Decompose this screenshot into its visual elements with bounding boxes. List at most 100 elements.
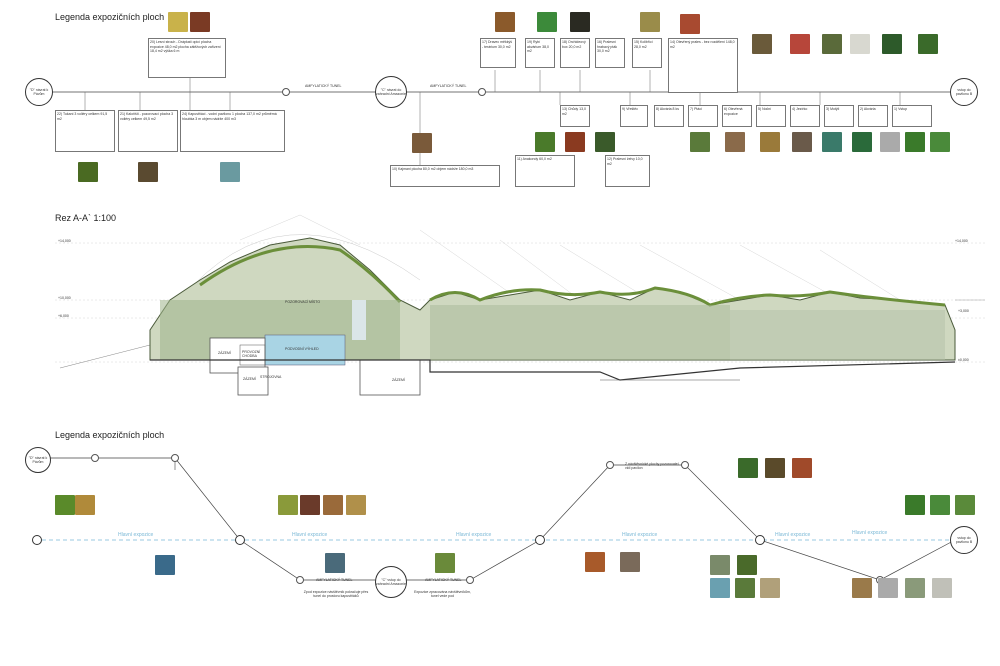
photo-thumb [737,555,757,575]
photo-thumb [930,132,950,152]
photo-thumb [495,12,515,32]
level-label: +10,000 [58,296,71,300]
bottom-right-node: vstup do pavilonu B [950,526,978,554]
photo-thumb [55,495,75,515]
axis-node [755,535,765,545]
legend-box-22: 22) Tukani 3 voliéry celkem 91,5 m2 [55,110,115,152]
photo-thumb [905,132,925,152]
photo-thumb [138,162,158,182]
photo-thumb [155,555,175,575]
photo-thumb [690,132,710,152]
photo-thumb [190,12,210,32]
room-label: ZÁZEMÍ [392,378,405,382]
photo-thumb [278,495,298,515]
photo-thumb [620,552,640,572]
legend-box-12: 12) Pralesní želvy 10,0 m2 [605,155,650,187]
photo-thumb [346,495,366,515]
photo-thumb [78,162,98,182]
photo-thumb [710,555,730,575]
level-label: +3,000 [958,309,969,313]
legend-box-17: 17) Dravec měkkýš - terárium 30,0 m2 [480,38,516,68]
legend-box-6: 6) Otevřená expozice [722,105,752,127]
legend-box-2: 2) Akvária [858,105,888,127]
tunnel-label-1: AMFYLATICKÝ TUNEL [305,84,342,88]
photo-thumb [792,132,812,152]
node-dot [466,576,474,584]
bottom-left-node: "D" návrat k Pávům [25,447,51,473]
node-dot [478,88,486,96]
photo-thumb [765,458,785,478]
legend-box-21: 21) Kaloňští - pozorovací plocha 3 volié… [118,110,178,152]
photo-thumb [220,162,240,182]
photo-thumb [75,495,95,515]
photo-thumb [792,458,812,478]
note-center: Expozice zpracována návštěvníkům, tunel … [414,590,471,598]
level-label: ±0,000 [958,358,969,362]
legend-box-20: 20) Lesní strouh - Drápkatí opicí plocha… [148,38,226,78]
photo-thumb [930,495,950,515]
axis-node [235,535,245,545]
legend-box-24: 24) Kapustňáci - vodní pavilonu 1 plocha… [180,110,285,152]
room-label: PROVOZNÍ CHODBA [242,350,261,358]
legend-box-10: 10) Kajmani plocha 80,0 m2 objem nádrže … [390,165,500,187]
room-label: POZOROVACÍ MÍSTO [285,300,321,304]
legend-box-18: 18) Orchideový box 20,0 m2 [560,38,590,68]
photo-thumb [325,553,345,573]
photo-thumb [822,132,842,152]
legend-box-1: 1) Vstup [892,105,932,127]
photo-thumb [878,578,898,598]
entry-right-node: vstup do pavilonu B [950,78,978,106]
room-label: STROJOVNA [260,375,282,379]
center-node: "C" návrat do zahradní Amazonie [375,76,407,108]
photo-thumb [168,12,188,32]
photo-thumb [850,34,870,54]
note-left: Zpod expozice návštěvník pokračuje přes … [303,590,369,598]
photo-thumb [537,12,557,32]
tunnel-label-left: AMFYLATICKÝ TUNEL [316,578,353,582]
legend-box-15: 15) Kolibříci 28,0 m2 [632,38,662,68]
photo-thumb [570,12,590,32]
legend-box-11: 11) Anakondy 60,0 m2 [515,155,575,187]
legend-box-9: 9) Vřeštěc [620,105,648,127]
top-legend-title: Legenda expozičních ploch [55,12,165,22]
photo-thumb [680,14,700,34]
legend-box-14: 14) Otevřený prales - bez rozdělení 148,… [668,38,738,93]
node-dot [171,454,179,462]
node-dot [91,454,99,462]
photo-thumb [905,578,925,598]
node-dot [282,88,290,96]
photo-thumb [752,34,772,54]
axis-node [32,535,42,545]
room-label: ZÁZEMÍ [243,377,256,381]
photo-thumb [435,553,455,573]
legend-box-7: 7) Ptáci [688,105,718,127]
section-title: Rez A-A` 1:100 [55,213,117,223]
axis-label: Hlavní expozice [118,532,154,538]
photo-thumb [585,552,605,572]
tunnel-label-right: AMFYLATICKÝ TUNEL [425,578,462,582]
note-right: Z návštěvnické plochy pozorovatel vidí p… [625,462,679,470]
photo-thumb [640,12,660,32]
node-dot [296,576,304,584]
axis-label: Hlavní expozice [852,530,888,536]
photo-thumb [535,132,555,152]
axis-label: Hlavní expozice [775,532,811,538]
legend-box-5: 5) Noční [756,105,786,127]
photo-thumb [760,578,780,598]
photo-thumb [300,495,320,515]
tunnel-label-2: AMFYLATICKÝ TUNEL [430,84,467,88]
entry-left-node: "D" návrat k Pávům [25,78,53,106]
photo-thumb [725,132,745,152]
room-label: ZÁZEMÍ [218,351,231,355]
photo-thumb [595,132,615,152]
level-label: +6,000 [58,314,69,318]
node-dot [681,461,689,469]
axis-label: Hlavní expozice [622,532,658,538]
photo-thumb [738,458,758,478]
photo-thumb [882,34,902,54]
legend-box-13: 13) Chůdy 13,0 m2 [560,105,590,127]
legend-box-4: 4) Jezírko [790,105,820,127]
legend-box-8: 8) Akvária 8 ks [654,105,684,127]
photo-thumb [918,34,938,54]
